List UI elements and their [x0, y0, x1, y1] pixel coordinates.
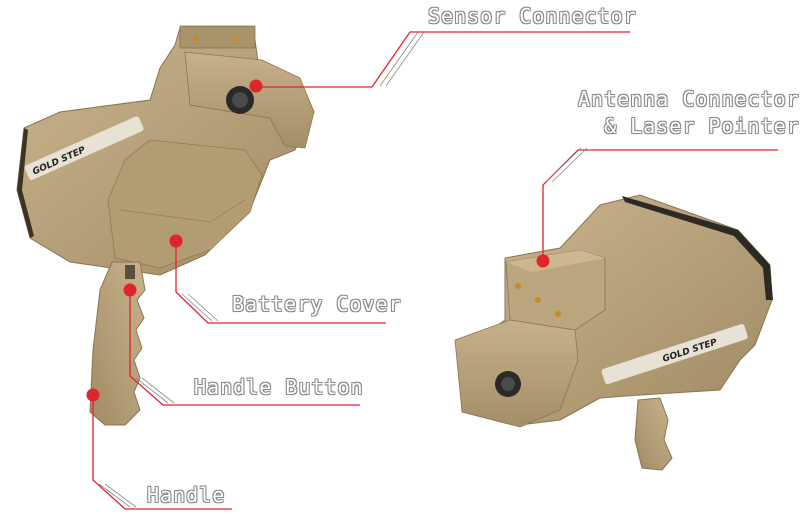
callout-dot-handle-button [123, 283, 137, 297]
right-handle [634, 397, 673, 471]
label-battery-cover: Battery Cover [232, 294, 402, 314]
callout-dots [86, 79, 550, 402]
label-antenna-connector: Antenna Connector & Laser Pointer [578, 89, 800, 136]
label-sensor-connector-text: Sensor Connector [428, 4, 637, 28]
callout-dot-battery-cover [169, 234, 183, 248]
label-handle-button: Handle Button [194, 377, 364, 397]
callout-line-handle-button [129, 290, 360, 406]
label-battery-cover-text: Battery Cover [232, 292, 402, 316]
label-handle-button-text: Handle Button [194, 375, 364, 399]
callout-dot-handle [86, 388, 100, 402]
callout-dot-antenna-connector [536, 254, 550, 268]
callout-lines [92, 31, 778, 510]
left-handle [89, 261, 146, 426]
callout-line-sensor-connector [256, 31, 630, 88]
label-handle-text: Handle [147, 483, 226, 507]
label-antenna-connector-line1: Antenna Connector [578, 87, 800, 111]
battery-housing [107, 139, 263, 269]
left-device: GOLD STEP [16, 25, 315, 426]
label-sensor-connector: Sensor Connector [428, 6, 637, 26]
callout-line-handle [92, 395, 232, 510]
right-device: GOLD STEP [454, 194, 773, 471]
callout-dot-sensor-connector [249, 79, 263, 93]
callout-line-battery-cover [175, 241, 386, 324]
label-handle: Handle [147, 485, 225, 505]
right-sensor-housing [454, 319, 579, 428]
label-antenna-connector-line2: & Laser Pointer [604, 114, 800, 138]
